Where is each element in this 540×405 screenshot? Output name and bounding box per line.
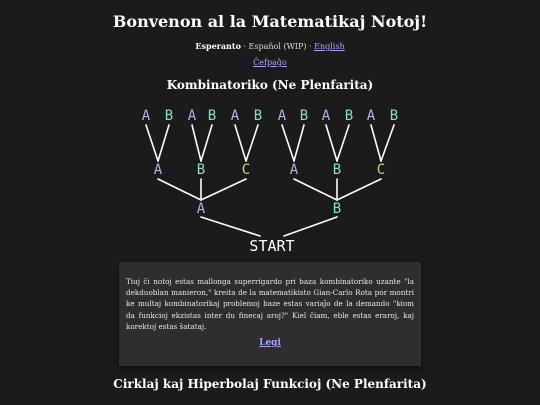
card-description: Tiuj ĉi notoj estas mallonga superrigard… [126,277,414,331]
tree-leaf-label: A [278,108,287,124]
home-nav: Ĉefpaĝo [0,58,540,67]
tree-middle-label: A [290,162,299,178]
tree-middle-label: C [242,162,250,178]
tree-lower-label: B [333,201,341,217]
language-switcher: Esperanto · Español (WIP) · English [0,41,540,51]
combinatorics-card: Tiuj ĉi notoj estas mallonga superrigard… [119,262,421,366]
tree-leaf-label: B [300,108,308,124]
tree-leaf-label: A [322,108,331,124]
language-separator: · [240,42,249,51]
tree-lower-label: A [197,201,206,217]
tree-middle-label: C [377,162,385,178]
home-link[interactable]: Ĉefpaĝo [253,58,287,67]
page-title: Bonvenon al la Matematikaj Notoj! [112,12,428,31]
read-button[interactable]: Legi [259,338,281,349]
tree-leaf-label: A [188,108,197,124]
tree-leaf-label: A [231,108,240,124]
tree-middle-label: B [333,162,341,178]
section-title-combinatorics: Kombinatoriko (Ne Plenfarita) [166,78,374,92]
language-separator: · [306,42,315,51]
tree-leaf-label: A [142,108,151,124]
tree-root-label: START [249,237,294,255]
tree-leaf-label: B [208,108,216,124]
language-current: Esperanto [195,41,241,51]
tree-leaf-label: B [254,108,262,124]
tree-leaf-label: B [345,108,353,124]
tree-leaf-label: B [390,108,398,124]
tree-middle-label: A [154,162,163,178]
section-title-circular-hyperbolic: Cirklaj kaj Hiperbolaj Funkcioj (Ne Plen… [113,377,427,391]
language-spanish[interactable]: Español (WIP) [248,42,307,51]
language-english-link[interactable]: English [314,42,345,51]
tree-leaf-label: A [367,108,376,124]
tree-middle-label: B [197,162,205,178]
tree-leaf-label: B [165,108,173,124]
